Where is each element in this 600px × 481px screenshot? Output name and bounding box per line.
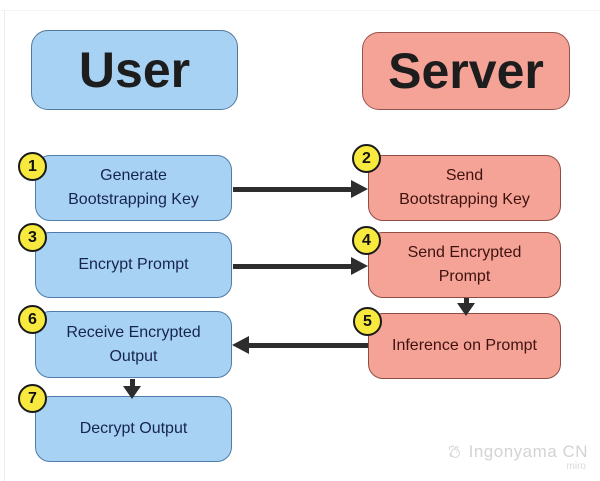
arrow-step1-to-step2-line <box>233 187 353 192</box>
step-box-send-encrypted-prompt: 4 Send Encrypted Prompt <box>352 226 561 298</box>
arrow-step1-to-step2 <box>233 180 368 198</box>
watermark-miro-text: miro <box>566 461 586 472</box>
step-5-label: Inference on Prompt <box>392 337 537 354</box>
arrow-step4-to-step5-head-icon <box>457 303 475 316</box>
arrow-step4-to-step5 <box>457 298 475 316</box>
arrow-step6-to-step7-line <box>130 379 135 387</box>
ingonyama-lion-logo-icon <box>448 445 460 458</box>
arrow-step3-to-step4-head-icon <box>351 257 368 275</box>
step-2-label: Send Bootstrapping Key <box>399 167 530 208</box>
arrow-step1-to-step2-head-icon <box>351 180 368 198</box>
arrow-step5-to-step6-line <box>248 343 368 348</box>
step-6-label: Receive Encrypted Output <box>66 323 201 365</box>
step-3-number-badge: 3 <box>18 223 47 252</box>
step-box-generate-bootstrapping-key: 1 Generate Bootstrapping Key <box>18 152 232 221</box>
step-1-number-badge: 1 <box>18 152 47 181</box>
arrow-step6-to-step7-head-icon <box>123 386 141 399</box>
step-5-number-badge: 5 <box>353 307 382 336</box>
step-7-label: Decrypt Output <box>79 420 188 437</box>
step-3-label: Encrypt Prompt <box>78 256 189 273</box>
header-server-label: Server <box>388 43 544 99</box>
step-box-send-bootstrapping-key: 2 Send Bootstrapping Key <box>352 144 561 221</box>
step-7-number-badge: 7 <box>18 384 47 413</box>
arrow-step5-to-step6-head-icon <box>232 336 249 354</box>
page-edge-left <box>4 10 5 481</box>
arrow-step6-to-step7 <box>123 379 141 399</box>
step-box-decrypt-output: 7 Decrypt Output <box>18 384 232 462</box>
page-edge-top <box>0 10 600 11</box>
watermark: Ingonyama CN miro <box>448 441 588 472</box>
step-box-encrypt-prompt: 3 Encrypt Prompt <box>18 223 232 298</box>
watermark-brand-text: Ingonyama CN <box>468 442 588 461</box>
step-box-receive-encrypted-output: 6 Receive Encrypted Output <box>18 305 232 378</box>
header-user: User <box>31 30 238 110</box>
step-6-number-badge: 6 <box>18 305 47 334</box>
header-user-label: User <box>78 42 191 98</box>
step-1-label: Generate Bootstrapping Key <box>68 167 199 208</box>
step-4-label: Send Encrypted Prompt <box>407 244 522 285</box>
arrow-step4-to-step5-line <box>464 298 469 304</box>
arrow-step3-to-step4 <box>233 257 368 275</box>
step-4-number-badge: 4 <box>352 226 381 255</box>
arrow-step3-to-step4-line <box>233 264 353 269</box>
step-box-inference-on-prompt: 5 Inference on Prompt <box>353 307 561 379</box>
step-2-number-badge: 2 <box>352 144 381 173</box>
arrow-step5-to-step6 <box>232 336 368 354</box>
header-server: Server <box>362 32 570 110</box>
